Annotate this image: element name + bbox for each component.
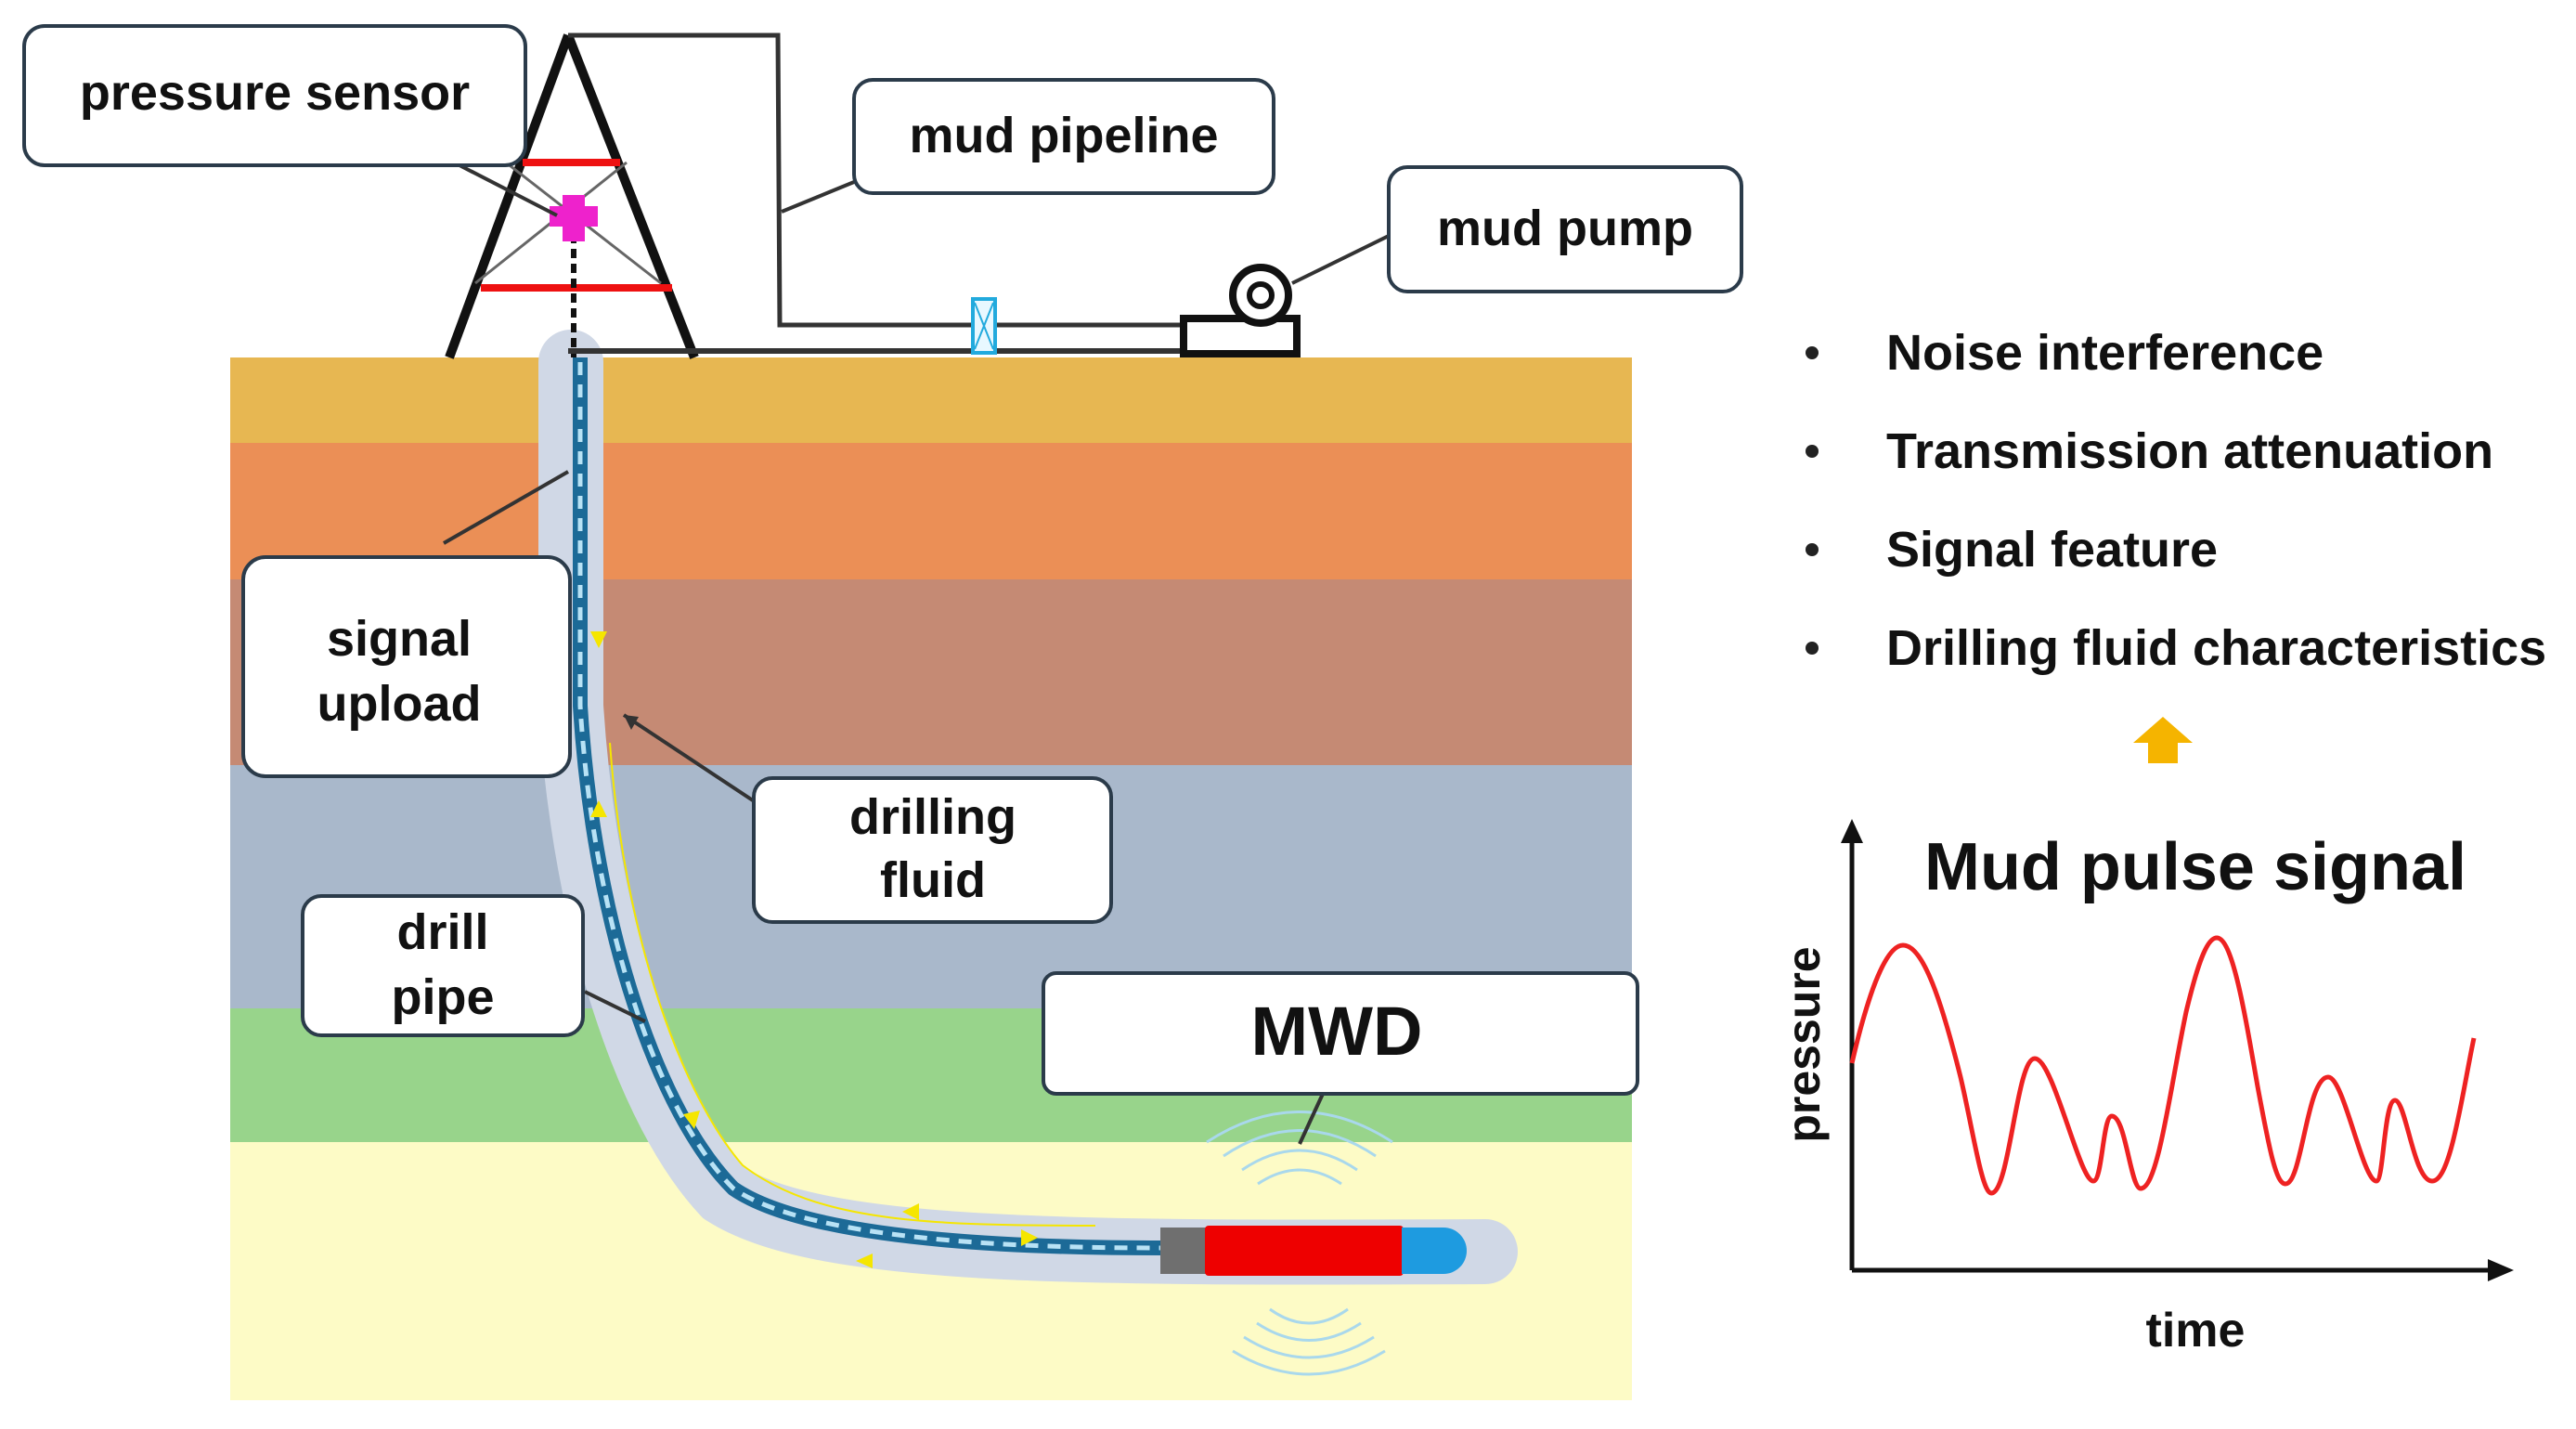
callout-drill-pipe: drill pipe [301, 894, 585, 1037]
drilling-fluid-label-line-2: fluid [880, 852, 986, 908]
return-flow-line [609, 742, 1096, 1227]
mud-pump-rotor [1247, 281, 1275, 309]
callout-mud-pump: mud pump [1387, 165, 1743, 293]
flow-arrows [590, 631, 1038, 1268]
mud-pump-icon [1180, 264, 1301, 357]
chart-y-axis-arrowhead [1841, 819, 1863, 843]
stratum-layer-1 [230, 357, 1632, 443]
mud-pipeline-label: mud pipeline [909, 108, 1218, 163]
factor-list: Noise interference Transmission attenuat… [1806, 325, 2546, 676]
signal-upload-label-line-1: signal [327, 611, 472, 667]
signal-wave-bottom-1 [1269, 1307, 1349, 1325]
leader-drilling-fluid-head [624, 715, 639, 730]
mud-circuit [568, 32, 1295, 355]
derrick-leg-left [445, 33, 573, 359]
mud-pump-base [1180, 315, 1301, 357]
drill-pipe-label-line-1: drill [396, 904, 488, 960]
mwd-tool-bit [1402, 1228, 1467, 1274]
wellbore [538, 330, 1518, 1285]
chart-x-label: time [2146, 1304, 2246, 1358]
factor-item-1: Noise interference [1886, 325, 2324, 381]
mwd-tool-collar [1160, 1228, 1207, 1274]
flow-arrow-down-1 [590, 631, 607, 648]
mwd-label: MWD [1251, 993, 1423, 1070]
factor-bullet-2 [1806, 445, 1819, 458]
signal-wave-bottom-4 [1232, 1349, 1386, 1376]
flow-arrow-left-2 [856, 1254, 873, 1268]
chart-title: Mud pulse signal [1924, 830, 2466, 904]
pressure-sensor-label: pressure sensor [80, 65, 470, 121]
signal-wave-top-4 [1206, 1111, 1393, 1144]
leader-signal-upload [443, 470, 569, 545]
derrick-leg-right [563, 33, 699, 359]
callout-drilling-fluid: drilling fluid [752, 776, 1113, 924]
signal-wave-top-2 [1241, 1149, 1358, 1172]
signal-wave-bottom-2 [1256, 1321, 1362, 1342]
flow-arrow-down-2 [683, 1111, 700, 1129]
mwd-tool-body [1205, 1226, 1404, 1276]
callout-mwd: MWD [1042, 971, 1639, 1096]
factor-item-4: Drilling fluid characteristics [1886, 620, 2546, 676]
factor-bullet-3 [1806, 543, 1819, 556]
flow-arrow-up-1 [590, 800, 607, 817]
mud-pulse-curve [1849, 935, 2477, 1196]
leader-drilling-fluid [622, 713, 763, 808]
mud-pulse-chart: Mud pulse signal pressure time [1778, 819, 2514, 1358]
leader-drill-pipe [584, 990, 646, 1023]
signal-waves [1206, 1111, 1393, 1376]
derrick [445, 33, 699, 359]
leader-lines [443, 163, 1393, 1145]
callout-pressure-sensor: pressure sensor [22, 24, 527, 167]
leader-mwd [1298, 1093, 1325, 1145]
signal-wave-top-3 [1223, 1129, 1377, 1158]
drill-pipe-core [577, 362, 1166, 1251]
factor-item-2: Transmission attenuation [1886, 423, 2493, 479]
signal-upload-label-line-2: upload [317, 676, 482, 732]
chart-y-label: pressure [1778, 946, 1830, 1142]
signal-wave-top-1 [1257, 1168, 1342, 1186]
signal-wave-bottom-3 [1243, 1335, 1375, 1359]
up-arrow-icon [2133, 717, 2193, 763]
drill-pipe-label-line-2: pipe [391, 969, 494, 1025]
flow-arrow-left-1 [902, 1203, 919, 1220]
flow-arrow-right-1 [1021, 1229, 1038, 1246]
factor-bullet-1 [1806, 346, 1819, 359]
chart-x-axis-arrowhead [2488, 1259, 2514, 1281]
pressure-sensor-marker [550, 195, 598, 241]
drilling-fluid-label-line-1: drilling [849, 789, 1016, 845]
leader-mud-pump [1291, 232, 1393, 285]
factor-item-3: Signal feature [1886, 522, 2218, 578]
leader-pressure-sensor [459, 163, 558, 217]
callout-mud-pipeline: mud pipeline [852, 78, 1275, 195]
mud-pump-label: mud pump [1437, 201, 1693, 256]
pipeline-valve-cross-2 [974, 302, 994, 350]
leader-mud-pipeline [781, 180, 855, 214]
factor-bullet-4 [1806, 642, 1819, 655]
mwd-tool [1160, 1226, 1467, 1276]
callout-signal-upload: signal upload [241, 555, 572, 778]
